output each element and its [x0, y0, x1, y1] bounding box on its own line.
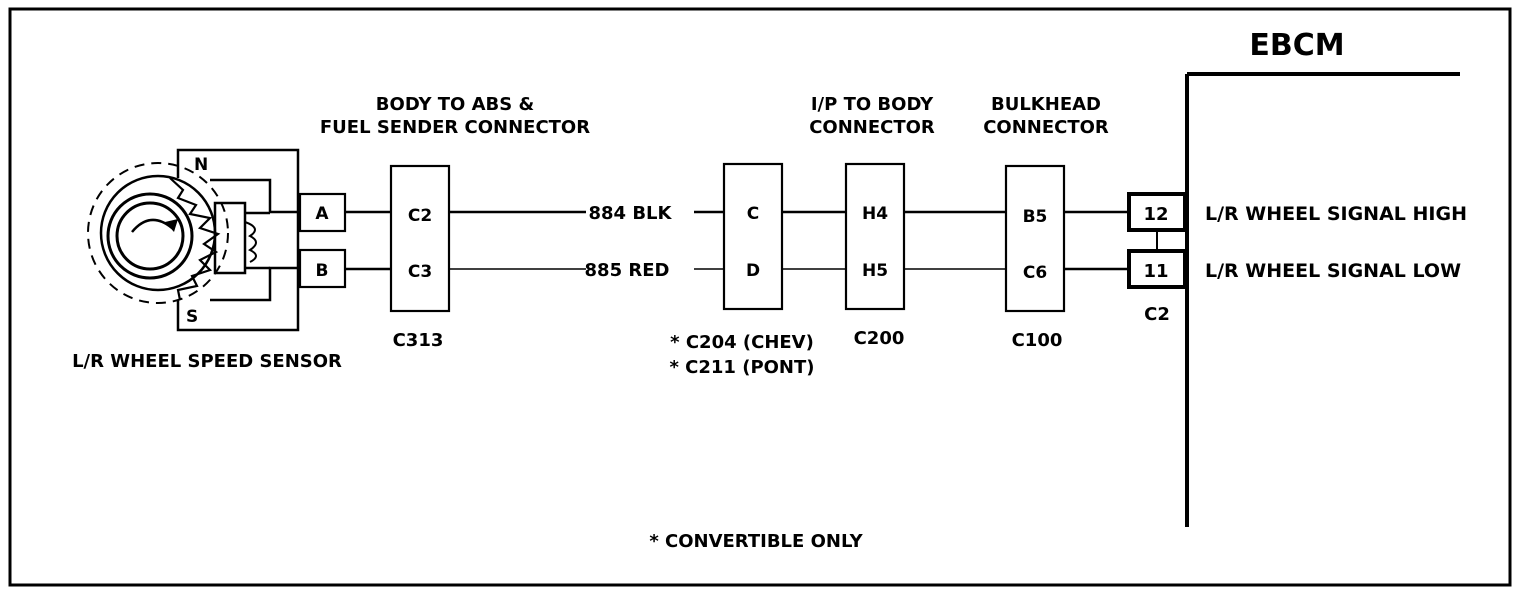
c313-body	[389, 164, 451, 313]
c100-pin-b5: B5	[1023, 207, 1048, 227]
sensor-terminal-a-label: A	[315, 204, 329, 224]
connector-c200: I/P TO BODY CONNECTOR H4 H5 C200	[809, 94, 935, 349]
magnet-teeth	[169, 177, 221, 301]
sensor-lead-b	[210, 266, 300, 302]
rotor-inner	[115, 201, 185, 271]
c204-id: * C204 (CHEV)	[670, 332, 814, 353]
c200-pin-h5: H5	[862, 261, 888, 281]
sensor-terminal-b-label: B	[316, 261, 329, 281]
footnote: * CONVERTIBLE ONLY	[649, 531, 863, 552]
ebcm-signal-high-label: L/R WHEEL SIGNAL HIGH	[1205, 203, 1467, 225]
sensor-name-label: L/R WHEEL SPEED SENSOR	[72, 351, 342, 372]
c204-body	[722, 162, 784, 311]
c204-pin-d: D	[746, 261, 760, 281]
wheel-speed-sensor: N S L/R WHEEL SPEED SENSOR	[72, 148, 342, 372]
rotation-arrow-icon	[131, 218, 173, 233]
c100-title-line2: CONNECTOR	[983, 117, 1109, 138]
ebcm-signal-low-label: L/R WHEEL SIGNAL LOW	[1205, 260, 1461, 282]
wire-884-label: 884 BLK	[589, 203, 673, 224]
c200-title-line2: CONNECTOR	[809, 117, 935, 138]
wire-885-label: 885 RED	[585, 260, 670, 281]
pole-s-label: S	[186, 307, 198, 327]
c313-pin-c2: C2	[408, 206, 432, 226]
ebcm-pin-12-label: 12	[1143, 204, 1168, 225]
c313-pin-c3: C3	[408, 262, 432, 282]
pole-n-label: N	[194, 155, 208, 175]
tone-wheel-dashed-outline	[87, 162, 229, 304]
sensor-body	[176, 148, 300, 332]
rotation-arrowhead-icon	[165, 219, 178, 232]
wire-885-red: 885 RED	[345, 260, 1129, 281]
rotor-outer	[106, 192, 194, 280]
c100-pin-c6: C6	[1023, 263, 1047, 283]
c313-id: C313	[393, 330, 444, 351]
ebcm-connector-id: C2	[1144, 304, 1170, 325]
c313-title-line1: BODY TO ABS &	[376, 94, 534, 115]
c200-id: C200	[854, 328, 905, 349]
sensor-lead-a	[210, 178, 300, 214]
wire-884-blk: 884 BLK	[345, 203, 1129, 224]
c313-title-line2: FUEL SENDER CONNECTOR	[320, 117, 590, 138]
connector-c313: BODY TO ABS & FUEL SENDER CONNECTOR C2 C…	[320, 94, 590, 351]
connector-c100: BULKHEAD CONNECTOR B5 C6 C100	[983, 94, 1109, 351]
ebcm-module: EBCM	[1185, 28, 1460, 527]
pole-piece	[213, 201, 247, 275]
c211-id: * C211 (PONT)	[669, 357, 814, 378]
ebcm-pin-11-label: 11	[1143, 261, 1168, 282]
coil-winding-icon	[244, 221, 257, 263]
c100-title-line1: BULKHEAD	[991, 94, 1101, 115]
c100-body	[1004, 164, 1066, 313]
c204-pin-c: C	[747, 204, 759, 224]
c200-pin-h4: H4	[862, 204, 888, 224]
c200-body	[844, 162, 906, 311]
connector-c204-c211: C D * C204 (CHEV) * C211 (PONT)	[669, 162, 815, 378]
diagram-frame	[8, 7, 1512, 587]
c100-id: C100	[1012, 330, 1063, 351]
c200-title-line1: I/P TO BODY	[811, 94, 934, 115]
ebcm-title: EBCM	[1249, 28, 1344, 63]
